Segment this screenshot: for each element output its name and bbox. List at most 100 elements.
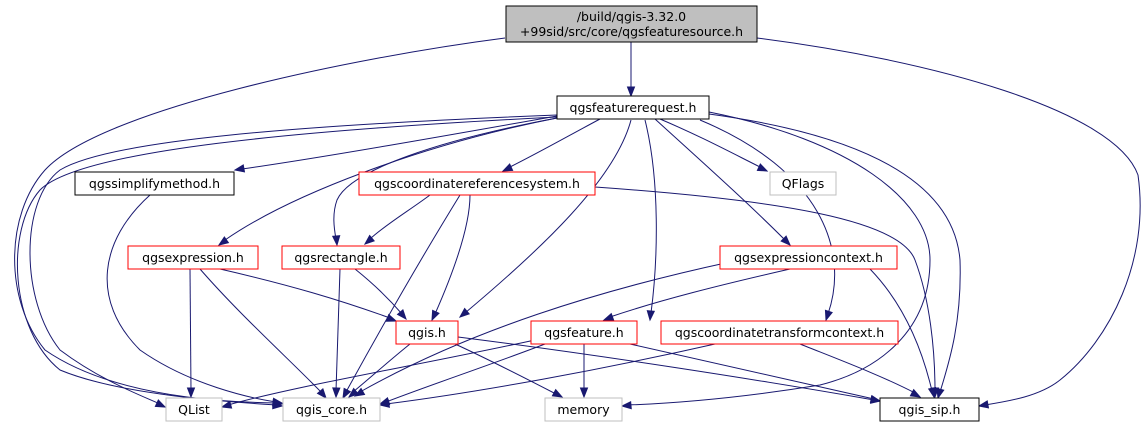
edge-line (699, 119, 836, 315)
node-box (74, 171, 235, 196)
edge-qgsrectangle-to-qgis_core (332, 268, 341, 399)
edge-line (654, 118, 786, 241)
node-qgsfeature[interactable]: qgsfeature.h (530, 320, 638, 345)
edge-line (509, 118, 601, 168)
edge-line (799, 343, 916, 394)
edge-qgsexpression-to-qgis (219, 268, 398, 322)
edge-line (17, 116, 558, 406)
node-label: +99sid/src/core/qgsfeaturesource.h (520, 24, 743, 39)
node-label: qgsexpression.h (142, 250, 244, 265)
edge-qgsfeaturerequest-to-qflags (659, 118, 769, 172)
node-box (282, 397, 381, 422)
arrow-head-icon (977, 400, 990, 409)
node-qgis_sip[interactable]: qgis_sip.h (879, 397, 980, 422)
arrow-head-icon (316, 388, 327, 400)
node-box (358, 171, 596, 196)
edge-line (227, 339, 536, 406)
node-box (281, 245, 401, 270)
edge-qgscoordinatereferencesystem-to-qgis_core (342, 194, 461, 400)
node-qgscoordinatetransformcontext[interactable]: qgscoordinatetransformcontext.h (660, 320, 899, 345)
arrow-head-icon (217, 236, 230, 246)
edge-qgis-to-qgis_core (347, 343, 411, 398)
edge-qgsfeaturesource-to-qgis_core (14, 37, 506, 408)
edge-qgsfeature-to-memory (579, 344, 589, 399)
arrow-head-icon (927, 386, 937, 399)
arrow-head-icon (331, 235, 341, 247)
arrow-head-icon (620, 400, 632, 410)
edge-qgscoordinatereferencesystem-to-qgis_sip (594, 186, 940, 399)
edge-qgscoordinatetransformcontext-to-qgis_sip (799, 343, 922, 398)
edge-qgsrectangle-to-qgis (354, 268, 407, 321)
node-qgsexpressioncontext[interactable]: qgsexpressioncontext.h (719, 245, 898, 270)
arrow-head-icon (385, 313, 398, 322)
edge-qgsfeaturesource-to-qgis_sip (756, 37, 1141, 409)
arrow-head-icon (909, 388, 922, 398)
arrow-head-icon (154, 399, 167, 408)
edge-qgsfeaturerequest-to-qgscoordinatereferencesystem (501, 118, 601, 172)
arrow-head-icon (220, 400, 233, 409)
edge-qgsexpression-to-qlist (186, 268, 196, 399)
graph-edges (14, 37, 1141, 410)
edge-line (335, 268, 341, 392)
node-box (719, 245, 898, 270)
arrow-head-icon (233, 164, 246, 173)
node-qgssimplifymethod[interactable]: qgssimplifymethod.h (74, 171, 235, 196)
node-qlist: QList (165, 397, 223, 422)
node-box (165, 397, 223, 422)
edge-line (708, 113, 961, 393)
edge-line (345, 194, 461, 393)
node-qgsfeaturerequest[interactable]: qgsfeaturerequest.h (556, 95, 710, 120)
node-box (769, 171, 837, 196)
arrow-head-icon (332, 387, 341, 399)
arrow-head-icon (936, 387, 945, 400)
node-qgsfeaturesource[interactable]: /build/qgis-3.32.0+99sid/src/core/qgsfea… (505, 5, 758, 43)
node-box (395, 320, 459, 345)
arrow-head-icon (756, 163, 769, 172)
arrow-head-icon (342, 387, 352, 400)
edge-line (454, 343, 557, 395)
edge-line (659, 118, 761, 168)
edge-qgsexpression-to-qgis_core (199, 268, 327, 400)
edge-line (464, 119, 632, 314)
arrow-head-icon (780, 235, 791, 246)
node-label: qgsrectangle.h (294, 250, 387, 265)
arrow-head-icon (431, 309, 440, 322)
node-qgsexpression[interactable]: qgsexpression.h (127, 245, 259, 270)
node-label: qgssimplifymethod.h (89, 176, 220, 191)
edge-qgscoordinatereferencesystem-to-qgis (431, 194, 471, 322)
arrow-head-icon (626, 86, 636, 98)
edge-qgis-to-qgis_sip (457, 336, 882, 404)
arrow-head-icon (501, 163, 514, 172)
node-qgscoordinatereferencesystem[interactable]: qgscoordinatereferencesystem.h (358, 171, 596, 196)
edge-qgsfeaturerequest-to-qgis (458, 119, 632, 318)
node-label: qgscoordinatereferencesystem.h (374, 176, 580, 191)
node-label: qgsfeature.h (544, 325, 623, 340)
edge-qgsfeaturerequest-to-qgscoordinatetransformcontext (699, 119, 836, 322)
edge-qgsfeature-to-qlist (220, 339, 536, 409)
node-qgis[interactable]: qgis.h (395, 320, 459, 345)
node-label: qgis.h (408, 325, 446, 340)
node-box (505, 5, 758, 43)
edge-line (385, 343, 546, 403)
graph-nodes: /build/qgis-3.32.0+99sid/src/core/qgsfea… (74, 5, 980, 422)
node-label: qgsexpressioncontext.h (734, 250, 883, 265)
node-qgsrectangle[interactable]: qgsrectangle.h (281, 245, 401, 270)
node-label: /build/qgis-3.32.0 (577, 9, 686, 24)
edge-line (106, 194, 277, 403)
edge-line (354, 268, 403, 315)
arrow-head-icon (579, 387, 589, 399)
arrow-head-icon (396, 309, 407, 321)
node-box (127, 245, 259, 270)
node-qflags: QFlags (769, 171, 837, 196)
edge-line (594, 186, 936, 392)
node-box (544, 397, 623, 422)
node-label: qgis_sip.h (899, 402, 961, 417)
edge-line (14, 37, 506, 404)
node-box (879, 397, 980, 422)
edge-line (359, 261, 731, 393)
node-label: QList (178, 402, 210, 417)
edge-line (369, 194, 431, 240)
edge-qgsfeaturerequest-to-qgsexpressioncontext (654, 118, 791, 246)
edge-line (219, 268, 391, 319)
